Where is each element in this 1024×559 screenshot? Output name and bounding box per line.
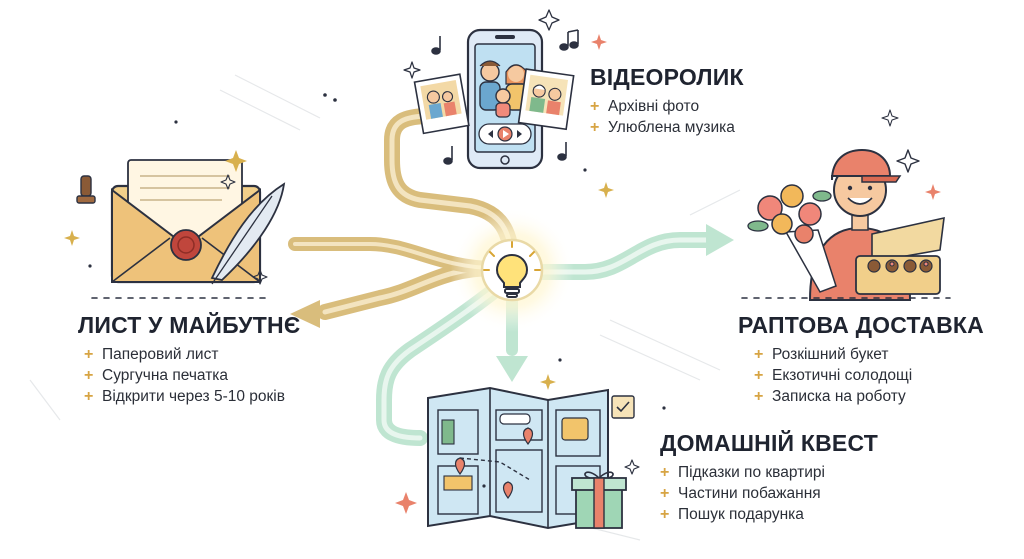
arrow-to-letter bbox=[290, 300, 320, 328]
list-item: + Екзотичні солодощі bbox=[754, 365, 984, 386]
list-item: + Паперовий лист bbox=[84, 344, 300, 365]
list-item-text: Екзотичні солодощі bbox=[772, 367, 913, 384]
section-video: ВІДЕОРОЛИК + Архівні фото + Улюблена музик… bbox=[590, 64, 744, 138]
plus-icon: + bbox=[754, 388, 764, 405]
section-list-letter: + Паперовий лист + Сургучна печатка + Відкр… bbox=[84, 344, 300, 407]
section-list-quest: + Підказки по квартирі + Частини побажання… bbox=[660, 462, 878, 525]
section-quest: ДОМАШНІЙ КВЕСТ + Підказки по квартирі + Ча… bbox=[660, 430, 878, 525]
lightbulb-icon bbox=[483, 241, 541, 298]
list-item-text: Підказки по квартирі bbox=[678, 464, 825, 481]
section-list-video: + Архівні фото + Улюблена музика bbox=[590, 96, 744, 138]
envelope-quill-seal-icon bbox=[76, 159, 286, 285]
list-item-text: Записка на роботу bbox=[772, 388, 906, 405]
section-list-delivery: + Розкішний букет + Екзотичні солодощі + За… bbox=[754, 344, 984, 407]
list-item-text: Пошук подарунка bbox=[678, 506, 804, 523]
list-item: + Сургучна печатка bbox=[84, 365, 300, 386]
path-to-delivery bbox=[522, 232, 720, 280]
list-item: + Частини побажання bbox=[660, 483, 878, 504]
section-delivery: РАПТОВА ДОСТАВКА + Розкішний букет + Екзот… bbox=[738, 312, 984, 407]
list-item: + Розкішний букет bbox=[754, 344, 984, 365]
plus-icon: + bbox=[84, 367, 94, 384]
section-letter: ЛИСТ У МАЙБУТНЄ + Паперовий лист + Сургучн… bbox=[78, 312, 300, 407]
list-item: + Архівні фото bbox=[590, 96, 744, 117]
plus-icon: + bbox=[660, 464, 670, 481]
decor-dots bbox=[88, 93, 666, 488]
list-item-text: Паперовий лист bbox=[102, 346, 219, 363]
plus-icon: + bbox=[590, 98, 600, 115]
list-item-text: Розкішний букет bbox=[772, 346, 889, 363]
plus-icon: + bbox=[660, 485, 670, 502]
list-item: + Відкрити через 5-10 років bbox=[84, 386, 300, 407]
plus-icon: + bbox=[754, 346, 764, 363]
plus-icon: + bbox=[754, 367, 764, 384]
list-item: + Підказки по квартирі bbox=[660, 462, 878, 483]
list-item-text: Сургучна печатка bbox=[102, 367, 229, 384]
arrow-down-to-quest bbox=[496, 356, 528, 382]
list-item-text: Улюблена музика bbox=[608, 119, 735, 136]
list-item-text: Частини побажання bbox=[678, 485, 821, 502]
list-item: + Пошук подарунка bbox=[660, 504, 878, 525]
arrow-to-delivery bbox=[706, 224, 734, 256]
plus-icon: + bbox=[590, 119, 600, 136]
list-item: + Улюблена музика bbox=[590, 117, 744, 138]
apartment-map-gift-icon bbox=[427, 386, 635, 530]
section-title-letter: ЛИСТ У МАЙБУТНЄ bbox=[78, 312, 301, 338]
smartphone-family-photo-icon bbox=[413, 28, 579, 170]
section-title-video: ВІДЕОРОЛИК bbox=[590, 64, 744, 90]
list-item: + Записка на роботу bbox=[754, 386, 984, 407]
section-title-quest: ДОМАШНІЙ КВЕСТ bbox=[660, 430, 878, 456]
courier-flowers-sweets-icon bbox=[747, 148, 945, 301]
plus-icon: + bbox=[84, 388, 94, 405]
plus-icon: + bbox=[660, 506, 670, 523]
list-item-text: Відкрити через 5-10 років bbox=[102, 388, 285, 405]
sparkle-icons bbox=[64, 9, 941, 514]
plus-icon: + bbox=[84, 346, 94, 363]
section-title-delivery: РАПТОВА ДОСТАВКА bbox=[738, 312, 984, 338]
list-item-text: Архівні фото bbox=[608, 98, 700, 115]
